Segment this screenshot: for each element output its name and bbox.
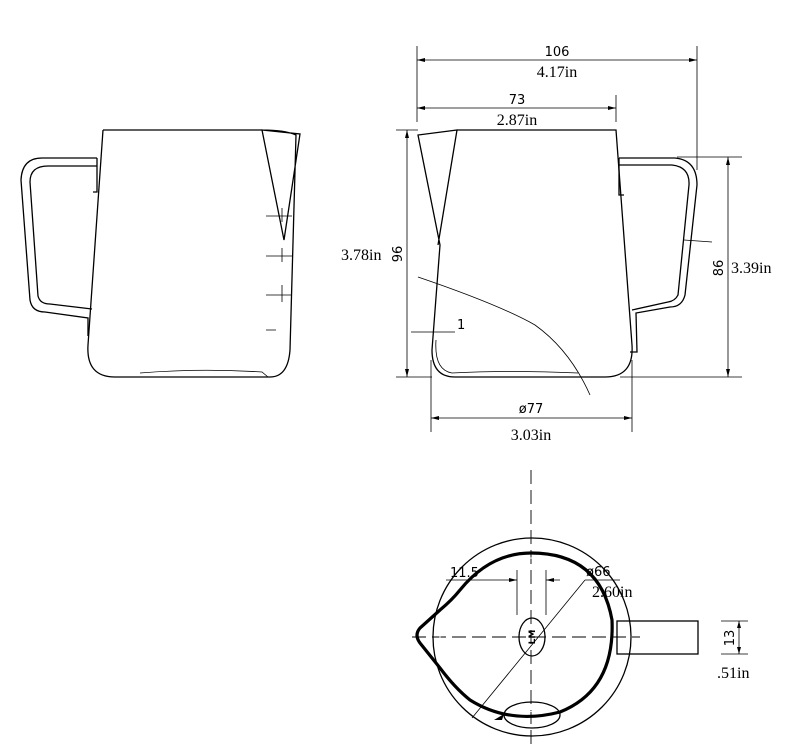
handle-height-in: 3.39in	[731, 260, 771, 277]
base-diameter-in: 3.03in	[511, 427, 551, 444]
handle-height-mm: 86	[712, 260, 727, 277]
outer-rim	[432, 537, 632, 737]
side-view-right: 106 4.17in 73 2.87in 3.78in 96 86 3.39in…	[341, 45, 771, 444]
handle-width-mm: 13	[723, 630, 738, 647]
overall-width-mm: 106	[545, 45, 570, 60]
handle-top	[616, 620, 699, 655]
rim-width-mm: 73	[509, 93, 526, 108]
center-lines	[412, 470, 640, 750]
wall-thickness-mm: 1	[457, 318, 465, 333]
logo-oval	[518, 617, 546, 657]
inner-diameter-mm: ø66	[586, 565, 611, 580]
inner-diameter-in: 2.60in	[592, 584, 632, 601]
section-cut-line	[417, 276, 591, 396]
overall-width-in: 4.17in	[537, 64, 577, 81]
measurement-marks	[266, 208, 292, 331]
base-diameter-mm: ø77	[519, 402, 544, 417]
side-view-left	[20, 129, 301, 378]
dimension-arrows	[405, 58, 730, 420]
logo-text: LM	[528, 630, 538, 645]
handle-width-in: .51in	[717, 665, 749, 682]
height-in: 3.78in	[341, 247, 381, 264]
logo-width-mm: 11.5	[450, 566, 479, 581]
thumb-rest	[503, 701, 561, 729]
base-inner-line	[435, 339, 579, 374]
handle-right	[618, 157, 698, 353]
base-inner-line	[139, 369, 269, 378]
inner-rim-highlight	[439, 557, 608, 712]
inner-rim	[415, 551, 614, 718]
rim-width-in: 2.87in	[497, 112, 537, 129]
top-view: LM ø66 2.60in 11.5 13 .51in	[412, 470, 749, 750]
pitcher-body-right	[417, 129, 633, 378]
dimension-lines	[396, 46, 742, 432]
handle-left	[20, 157, 98, 336]
height-mm: 96	[391, 246, 406, 263]
pitcher-body-left	[87, 129, 301, 378]
